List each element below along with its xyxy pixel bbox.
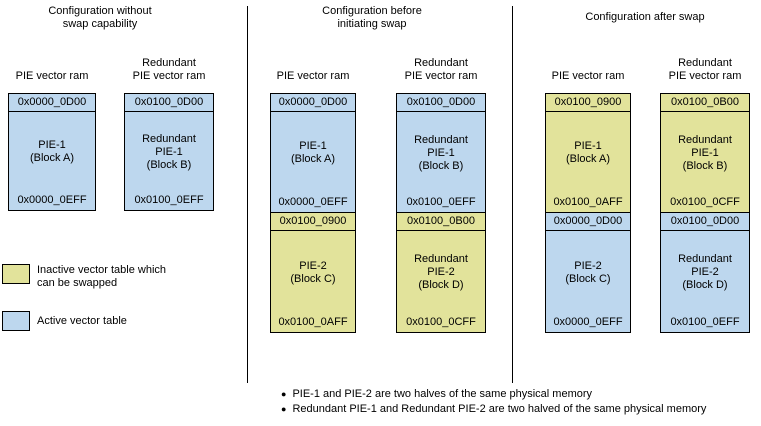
legend-item-active: Active vector table	[2, 311, 127, 331]
legend-item-inactive: Inactive vector table which can be swapp…	[2, 264, 166, 290]
column-header: PIE vector ram	[551, 70, 625, 82]
block-pie1-a: 0x0000_0D00 PIE-1 (Block A) 0x0000_0EFF	[270, 93, 356, 213]
block-start-address: 0x0100_0B00	[397, 213, 485, 231]
footnote: ● Redundant PIE-1 and Redundant PIE-2 ar…	[281, 403, 706, 416]
block-label: Redundant PIE-1 (Block B)	[142, 132, 196, 171]
section-divider-2	[512, 6, 513, 383]
block-end-address: 0x0100_0AFF	[553, 196, 623, 208]
block-redundant-pie1-b: 0x0100_0D00 Redundant PIE-1 (Block B) 0x…	[124, 93, 214, 211]
block-start-address: 0x0100_0D00	[661, 213, 749, 231]
block-label: Redundant PIE-1 (Block B)	[678, 133, 732, 172]
memory-column-pie: PIE vector ram 0x0100_0900 PIE-1 (Block …	[545, 51, 631, 333]
block-redundant-pie2-d: 0x0100_0D00 Redundant PIE-2 (Block D) 0x…	[660, 212, 750, 333]
legend-label: Active vector table	[37, 314, 127, 327]
block-pie1-a: 0x0000_0D00 PIE-1 (Block A) 0x0000_0EFF	[8, 93, 96, 211]
footnote-text: PIE-1 and PIE-2 are two halves of the sa…	[292, 388, 593, 400]
block-redundant-pie2-d: 0x0100_0B00 Redundant PIE-2 (Block D) 0x…	[396, 212, 486, 333]
block-pie2-c: 0x0000_0D00 PIE-2 (Block C) 0x0000_0EFF	[545, 212, 631, 333]
block-end-address: 0x0100_0AFF	[278, 316, 348, 328]
block-end-address: 0x0000_0EFF	[278, 196, 348, 208]
block-start-address: 0x0100_0B00	[661, 94, 749, 112]
section-title-after-swap: Configuration after swap	[585, 11, 705, 23]
block-end-address: 0x0100_0CFF	[670, 196, 740, 208]
block-label: PIE-1 (Block A)	[29, 139, 74, 164]
memory-column-redundant: Redundant PIE vector ram 0x0100_0B00 Red…	[660, 51, 750, 333]
block-pie2-c: 0x0100_0900 PIE-2 (Block C) 0x0100_0AFF	[270, 212, 356, 333]
legend-label: Inactive vector table which can be swapp…	[37, 264, 167, 289]
block-start-address: 0x0000_0D00	[271, 94, 355, 112]
block-end-address: 0x0100_0EFF	[670, 316, 740, 328]
memory-column-redundant: Redundant PIE vector ram 0x0100_0D00 Red…	[396, 51, 486, 333]
section-divider-1	[247, 6, 248, 383]
block-start-address: 0x0000_0D00	[546, 213, 630, 231]
column-header: PIE vector ram	[15, 70, 89, 82]
active-color-swatch	[2, 311, 30, 331]
block-label: PIE-2 (Block C)	[565, 259, 611, 285]
block-end-address: 0x0000_0EFF	[17, 194, 87, 206]
block-label: Redundant PIE-2 (Block D)	[678, 253, 732, 291]
bullet-icon: ●	[281, 404, 287, 414]
block-start-address: 0x0000_0D00	[9, 94, 95, 112]
footnotes: ● PIE-1 and PIE-2 are two halves of the …	[281, 388, 706, 418]
block-end-address: 0x0100_0EFF	[134, 194, 204, 206]
block-start-address: 0x0100_0900	[271, 213, 355, 231]
block-redundant-pie1-b: 0x0100_0D00 Redundant PIE-1 (Block B) 0x…	[396, 93, 486, 213]
memory-column-pie: PIE vector ram 0x0000_0D00 PIE-1 (Block …	[270, 51, 356, 333]
block-start-address: 0x0100_0900	[546, 94, 630, 112]
block-label: Redundant PIE-2 (Block D)	[414, 253, 468, 291]
block-end-address: 0x0100_0EFF	[406, 196, 476, 208]
block-pie1-a: 0x0100_0900 PIE-1 (Block A) 0x0100_0AFF	[545, 93, 631, 213]
block-label: PIE-1 (Block A)	[290, 140, 335, 165]
section-title-before-swap: Configuration before initiating swap	[322, 5, 422, 30]
memory-column-pie: PIE vector ram 0x0000_0D00 PIE-1 (Block …	[8, 51, 96, 211]
section-title-no-swap: Configuration without swap capability	[48, 5, 152, 30]
bullet-icon: ●	[281, 389, 287, 399]
block-label: PIE-2 (Block C)	[290, 259, 336, 285]
block-label: PIE-1 (Block A)	[565, 140, 610, 165]
footnote: ● PIE-1 and PIE-2 are two halves of the …	[281, 388, 706, 401]
column-header: Redundant PIE vector ram	[404, 57, 478, 82]
block-start-address: 0x0100_0D00	[125, 94, 213, 112]
block-end-address: 0x0000_0EFF	[553, 316, 623, 328]
block-label: Redundant PIE-1 (Block B)	[414, 133, 468, 172]
memory-column-redundant: Redundant PIE vector ram 0x0100_0D00 Red…	[124, 51, 214, 211]
column-header: Redundant PIE vector ram	[668, 57, 742, 82]
column-header: PIE vector ram	[276, 70, 350, 82]
inactive-color-swatch	[2, 264, 30, 284]
column-header: Redundant PIE vector ram	[132, 57, 206, 82]
block-redundant-pie1-b: 0x0100_0B00 Redundant PIE-1 (Block B) 0x…	[660, 93, 750, 213]
footnote-text: Redundant PIE-1 and Redundant PIE-2 are …	[292, 403, 707, 415]
block-start-address: 0x0100_0D00	[397, 94, 485, 112]
block-end-address: 0x0100_0CFF	[406, 316, 476, 328]
